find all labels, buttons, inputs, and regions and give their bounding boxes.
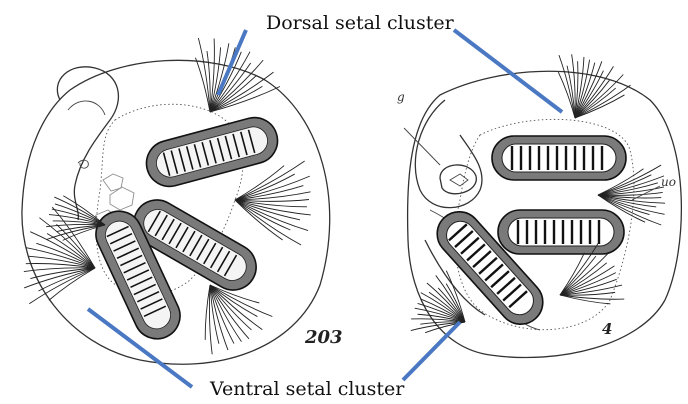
left-bristles-right	[235, 161, 311, 245]
bristle	[195, 58, 210, 112]
left-specimen: 203	[22, 38, 343, 364]
dorsal-label: Dorsal setal cluster	[266, 12, 455, 34]
bristle	[210, 285, 241, 342]
bristle	[210, 285, 228, 350]
right-gill-top	[492, 136, 626, 180]
ventral-label: Ventral setal cluster	[209, 378, 405, 400]
left-bristles-ventral	[24, 207, 95, 304]
right-specimen: g uo 4	[397, 54, 681, 357]
right-letter-uo: uo	[661, 175, 676, 189]
right-mouth-inner	[450, 174, 468, 186]
right-letter-g: g	[397, 90, 405, 104]
left-figure-number: 203	[304, 327, 343, 348]
bristle	[29, 268, 95, 304]
left-bristles-lower-right	[205, 285, 272, 354]
right-head-outline	[415, 100, 482, 208]
right-g-leader	[404, 128, 440, 165]
bristle	[24, 268, 95, 272]
right-gill-middle	[498, 210, 624, 254]
dorsal-pointer-left	[218, 30, 246, 95]
left-gill-top	[141, 112, 282, 191]
left-head-inner	[68, 101, 105, 115]
right-mouth-ring	[440, 165, 476, 194]
right-figure-number: 4	[602, 320, 612, 338]
left-head-loop	[57, 67, 118, 220]
bristle	[52, 207, 95, 268]
right-bristles-dorsal	[558, 54, 630, 118]
